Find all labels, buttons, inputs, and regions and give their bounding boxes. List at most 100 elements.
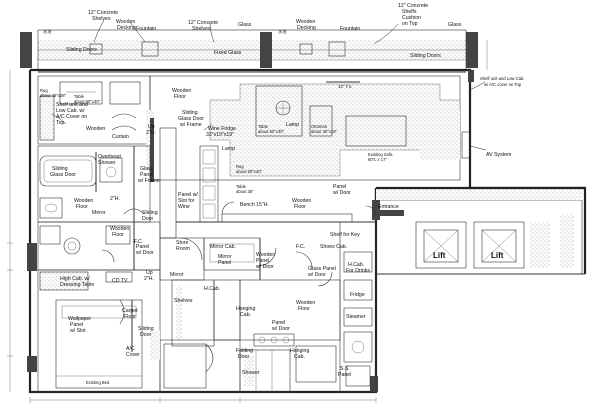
label-line: Shower [98, 160, 116, 166]
label-line: Rug [40, 88, 48, 93]
label-line: Cab. [240, 312, 251, 318]
label-tv-dimension: 42" T.V. [338, 84, 352, 89]
label-sliding-door-mid: Sliding Door [142, 210, 158, 222]
center-lower [159, 237, 261, 393]
label-line: Ottoman [311, 124, 328, 129]
label-line: Low Cab. w/ [56, 108, 85, 114]
label-mirror-panel: Mirror Panel [218, 254, 232, 266]
label-ss-panel: S.S. Panel [338, 366, 351, 378]
label-hanging-cab-left: Hanging Cab. [236, 306, 255, 318]
label-line: Panel [70, 322, 83, 328]
label-h-cab-small: H.Cab. [204, 286, 220, 292]
label-line: Sliding [138, 326, 154, 332]
label-line: about 60"x40" [236, 169, 263, 174]
label-line: H.Cab. [348, 262, 364, 268]
label-line: w/ A/C cover on Top [484, 82, 522, 87]
label-fixed-glass: Fixed Glass [214, 50, 242, 56]
label-line: Panel [136, 244, 149, 250]
label-wooden-decking: Wooden Decking [116, 19, 136, 31]
label-wooden-floor-right: Wooden Floor [292, 198, 311, 210]
label-line: Shelves [192, 26, 211, 32]
label-line: Door [142, 216, 154, 222]
label-sliding-door-low: Sliding Door [138, 326, 154, 338]
label-line: Door [140, 332, 152, 338]
label-line: Shelves [92, 16, 111, 22]
label-line: w/ Frame [138, 178, 160, 184]
label-carpet-floor: Carpet Floor [122, 308, 138, 320]
label-line: Overhead [98, 154, 121, 160]
label-line: A/C Cover on [56, 114, 87, 120]
label-line: Panel [256, 258, 269, 264]
label-h-cab-drinks: H.Cab. For Drinks [346, 262, 370, 274]
label-line: Slot for [178, 198, 195, 204]
label-line: S.S. [340, 366, 350, 372]
label-fc-right: F.C. [296, 244, 305, 250]
label-concrete-shelves-mid: 12" Concrete Shelves [188, 20, 218, 32]
label-line: Hanging [236, 306, 255, 312]
lift-lobby [372, 186, 587, 275]
label-rug-center: Rug about 60"x40" [236, 164, 263, 174]
label-lift-left: Lift [433, 251, 446, 260]
label-panel-w-door-right: Panel w/ Door [333, 184, 351, 196]
label-line: Shelf unit and Low Cab. [480, 76, 524, 81]
label-ac-cover: A/C Cover [126, 346, 140, 358]
label-existing-bed: Existing Bed [86, 380, 110, 385]
label-line: Floor [112, 232, 124, 238]
label-panel-w-door-mid: Panel w/ Door [136, 244, 154, 256]
label-line: Wine Fridge [208, 126, 236, 132]
label-entrance: Entrance [378, 204, 399, 210]
label-glass-right: Glass [448, 22, 462, 28]
label-line: Cab. [294, 354, 305, 360]
label-line: w/ Frame [180, 122, 202, 128]
label-line: Top [56, 120, 64, 126]
label-shelf-unit-left: Shelf unit and Low Cab. w/ A/C Cover on … [56, 102, 88, 126]
label-line: Floor [76, 204, 88, 210]
label-line: Wooden [86, 126, 105, 132]
label-line: about 60"x30" [258, 129, 285, 134]
label-line: Panel [338, 372, 351, 378]
label-panel-w-door-low: Panel w/ Door [272, 320, 290, 332]
label-concrete-shelves-left: 12" Concrete Shelves [88, 10, 118, 22]
label-mirror: Mirror [92, 210, 106, 216]
label-line: Wooden [116, 19, 135, 25]
label-line: w/ Door [272, 326, 290, 332]
label-sliding-doors-left: Sliding Doors [66, 47, 97, 53]
label-hanging-cab-right: Hanging Cab. [290, 348, 309, 360]
study-room [37, 75, 151, 145]
label-line: 12" Concrete [188, 20, 218, 26]
label-line: A/C [126, 346, 135, 352]
label-shower: Shower [242, 370, 260, 376]
label-glass-top: Glass [238, 22, 252, 28]
label-line: Up [148, 124, 155, 130]
label-line: Wooden [296, 19, 315, 25]
label-line: Floor [298, 306, 310, 312]
label-fc-left: F.C. [134, 239, 143, 245]
terrace-strip [20, 29, 478, 73]
label-line: 60"L x 17" [368, 157, 387, 162]
label-line: w/ Door [333, 190, 351, 196]
label-wooden-curtain: Wooden Curtain [86, 126, 129, 140]
label-wine-fridge: Wine Fridge 33"x19"x19" [206, 126, 236, 138]
label-line: Dressing Table [60, 282, 94, 288]
label-wooden-floor-bath: Wooden Floor [74, 198, 93, 210]
label-cd-tv: CD TV [112, 278, 128, 284]
label-line: Wooden [296, 300, 315, 306]
label-glass-panel-frame: Glass Panel w/ Frame [138, 166, 160, 184]
label-lamp-center: Lamp [286, 122, 299, 128]
label-line: Wooden [110, 226, 129, 232]
label-shoes-cab: Shoes Cab. [320, 244, 347, 250]
label-line: Floor [174, 94, 186, 100]
label-line: Curtain [112, 134, 129, 140]
label-sliding-doors-right: Sliding Doors [410, 53, 441, 59]
label-line: Sliding [142, 210, 158, 216]
label-sliding-glass-door: Sliding Glass Door [50, 166, 76, 178]
label-table-left: Table about 60"x30" [74, 94, 101, 104]
label-line: Carpet [122, 308, 138, 314]
label-line: Wallpaper [68, 316, 91, 322]
label-line: Wooden [172, 88, 191, 94]
label-line: 33"x19"x19" [206, 132, 234, 138]
label-line: Wooden [74, 198, 93, 204]
label-table-small: Table about 36" [236, 184, 254, 194]
bedroom [37, 269, 161, 393]
label-line: Shelfs [402, 9, 417, 15]
